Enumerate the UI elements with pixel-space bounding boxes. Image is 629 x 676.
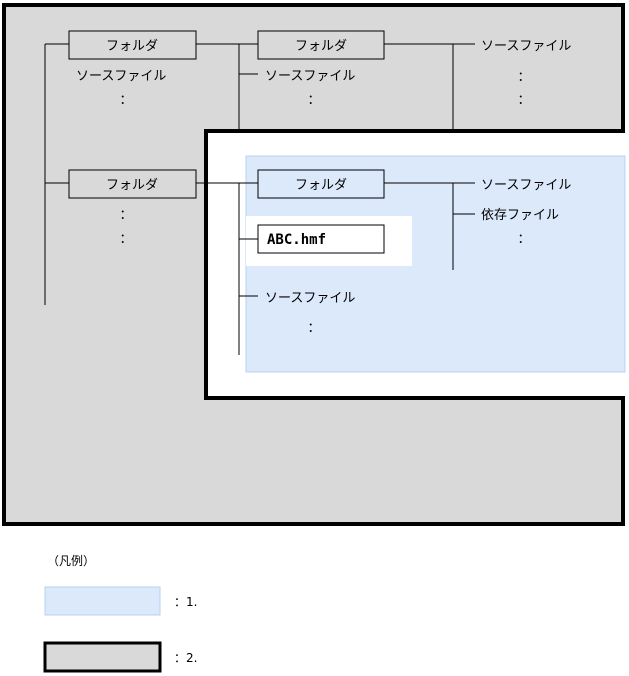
folder-label-4: フォルダ <box>295 178 347 193</box>
source-file-2: ソースファイル <box>265 69 355 84</box>
abc-file-label: ABC.hmf <box>267 232 326 248</box>
source-file-4: ソースファイル <box>481 178 571 193</box>
legend-item-1: ：1. <box>174 595 197 609</box>
dependency-file: 依存ファイル <box>481 208 559 223</box>
legend-item-2: ：2. <box>174 651 197 665</box>
source-file-3: ソースファイル <box>481 39 571 54</box>
folder-box-1 <box>68 30 197 60</box>
folder-label-3: フォルダ <box>106 178 158 193</box>
legend-swatch-1 <box>44 586 161 616</box>
legend-swatch-2 <box>43 641 162 673</box>
ellipsis-1: ： <box>119 93 132 108</box>
source-file-1: ソースファイル <box>76 69 166 84</box>
folder-box-2 <box>257 30 385 60</box>
ellipsis-2: ： <box>307 93 320 108</box>
source-file-5: ソースファイル <box>265 291 355 306</box>
folder-box-3 <box>68 169 197 199</box>
ellipsis-7: ： <box>517 232 530 247</box>
ellipsis-6: ： <box>119 232 132 247</box>
abc-file-box <box>257 224 385 254</box>
ellipsis-8: ： <box>307 321 320 336</box>
folder-label-1: フォルダ <box>106 39 158 54</box>
ellipsis-4: ： <box>517 93 530 108</box>
legend-title: （凡例） <box>47 554 95 568</box>
folder-box-4 <box>257 169 385 199</box>
ellipsis-3: ： <box>517 70 530 85</box>
folder-label-2: フォルダ <box>295 39 347 54</box>
ellipsis-5: ： <box>119 208 132 223</box>
